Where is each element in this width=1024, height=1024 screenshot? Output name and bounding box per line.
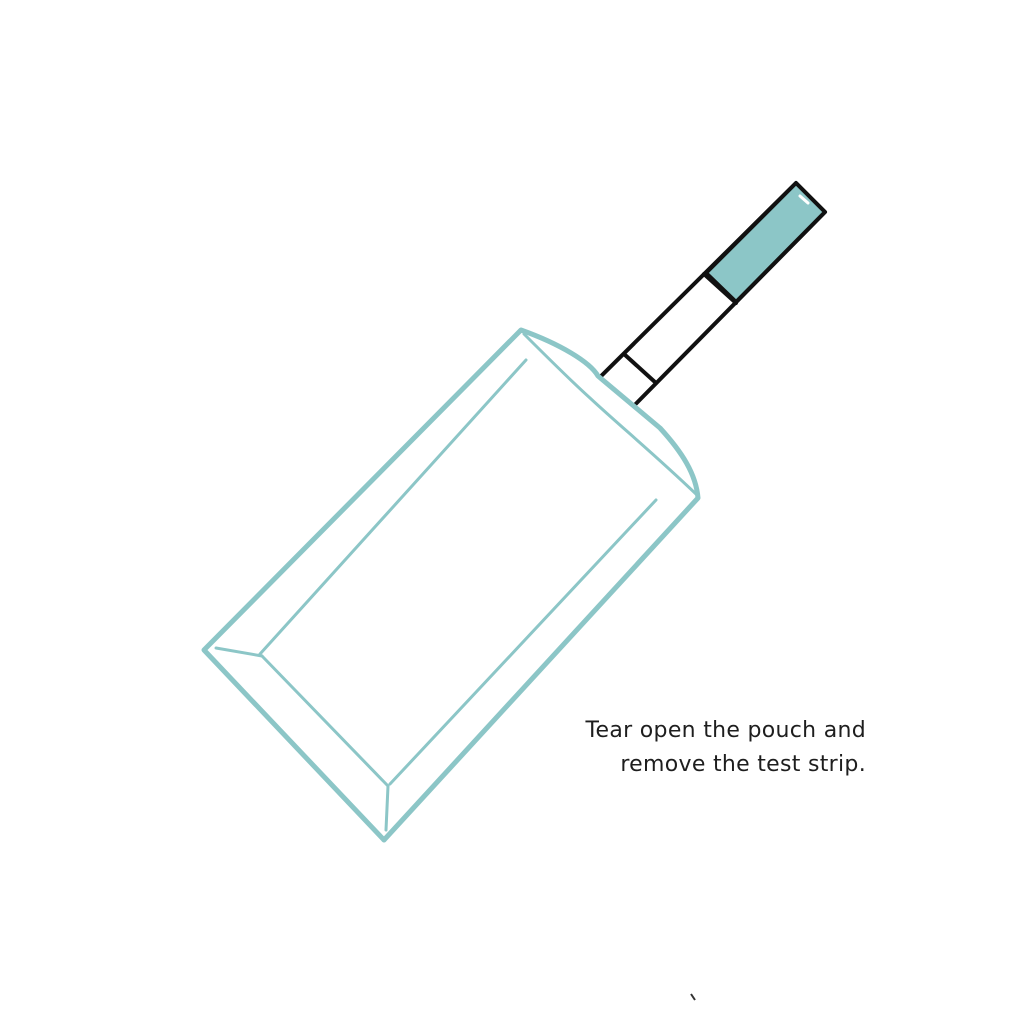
instruction-line-2: remove the test strip. (620, 752, 866, 777)
test-strip-divider-upper (702, 272, 738, 305)
test-strip-icon (581, 181, 827, 429)
instruction-line-1: Tear open the pouch and (585, 718, 866, 743)
stray-mark (690, 993, 696, 1001)
instruction-caption: Tear open the pouch and remove the test … (506, 714, 866, 782)
pouch-inner-seal-left (258, 358, 528, 656)
pouch-corner-crease-bottom (384, 784, 390, 832)
test-strip-tip-highlight (798, 194, 810, 205)
test-strip-divider-lower (622, 352, 658, 385)
pouch-outer-outline (201, 327, 701, 843)
pouch-inner-seal-right (388, 498, 658, 786)
foil-pouch-icon (201, 327, 701, 843)
pouch-corner-crease-left (214, 646, 264, 658)
pouch-torn-edge (522, 332, 698, 496)
pouch-inner-seal-bottom (260, 654, 390, 788)
